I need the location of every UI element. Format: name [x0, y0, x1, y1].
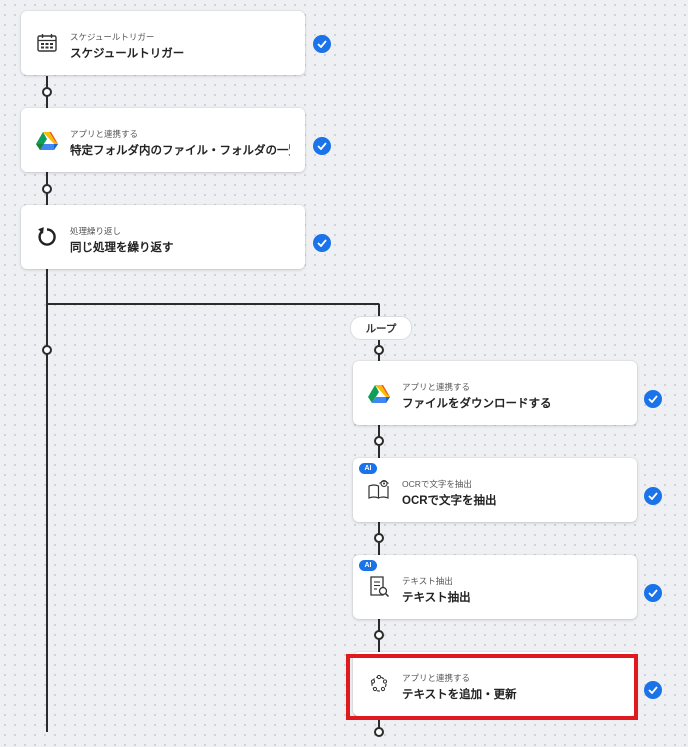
google-drive-icon	[35, 128, 59, 152]
completed-check-icon	[313, 234, 331, 252]
connector-dot	[42, 184, 52, 194]
completed-check-icon	[313, 35, 331, 53]
step-title: OCRで文字を抽出	[402, 495, 497, 507]
ai-badge: AI	[359, 463, 377, 474]
connector-dot	[42, 345, 52, 355]
step-category: 処理繰り返し	[70, 226, 122, 236]
completed-check-icon	[644, 487, 662, 505]
step-category: スケジュールトリガー	[70, 32, 155, 42]
step-title: スケジュールトリガー	[70, 48, 185, 60]
completed-check-icon	[313, 137, 331, 155]
ai-badge: AI	[359, 560, 377, 571]
step-category: アプリと連携する	[70, 129, 139, 139]
loop-branch-line	[46, 303, 379, 305]
loop-corner	[372, 303, 380, 305]
connector-dot	[374, 727, 384, 737]
step-category: OCRで文字を抽出	[402, 479, 472, 489]
step-title: テキストを追加・更新	[402, 689, 517, 701]
ocr-book-icon	[367, 478, 391, 502]
connector-dot	[42, 87, 52, 97]
calendar-icon	[35, 31, 59, 55]
step-category: アプリと連携する	[402, 673, 471, 683]
repeat-icon	[35, 225, 59, 249]
step-title: 同じ処理を繰り返す	[70, 242, 174, 254]
step-card-ocr[interactable]: AI OCRで文字を抽出 OCRで文字を抽出	[353, 458, 637, 522]
completed-check-icon	[644, 584, 662, 602]
completed-check-icon	[644, 681, 662, 699]
connector-dot	[374, 436, 384, 446]
connector-dot	[374, 630, 384, 640]
connector-dot	[374, 533, 384, 543]
step-title: テキスト抽出	[402, 592, 471, 604]
document-search-icon	[367, 575, 391, 599]
step-title: ファイルをダウンロードする	[402, 398, 552, 410]
app-icon	[367, 672, 391, 696]
step-title: 特定フォルダ内のファイル・フォルダの一覧...	[70, 145, 290, 157]
step-card-download-file[interactable]: アプリと連携する ファイルをダウンロードする	[353, 361, 637, 425]
highlight-frame	[346, 654, 638, 720]
connector-dot	[374, 345, 384, 355]
step-card-add-update-text[interactable]: アプリと連携する テキストを追加・更新	[353, 652, 637, 716]
main-connector-line	[46, 76, 48, 732]
step-category: アプリと連携する	[402, 382, 471, 392]
step-card-list-files[interactable]: アプリと連携する 特定フォルダ内のファイル・フォルダの一覧...	[21, 108, 305, 172]
google-drive-icon	[367, 381, 391, 405]
loop-label[interactable]: ループ	[350, 316, 412, 340]
step-card-schedule-trigger[interactable]: スケジュールトリガー スケジュールトリガー	[21, 11, 305, 75]
step-card-repeat[interactable]: 処理繰り返し 同じ処理を繰り返す	[21, 205, 305, 269]
step-category: テキスト抽出	[402, 576, 453, 586]
completed-check-icon	[644, 390, 662, 408]
step-card-text-extract[interactable]: AI テキスト抽出 テキスト抽出	[353, 555, 637, 619]
